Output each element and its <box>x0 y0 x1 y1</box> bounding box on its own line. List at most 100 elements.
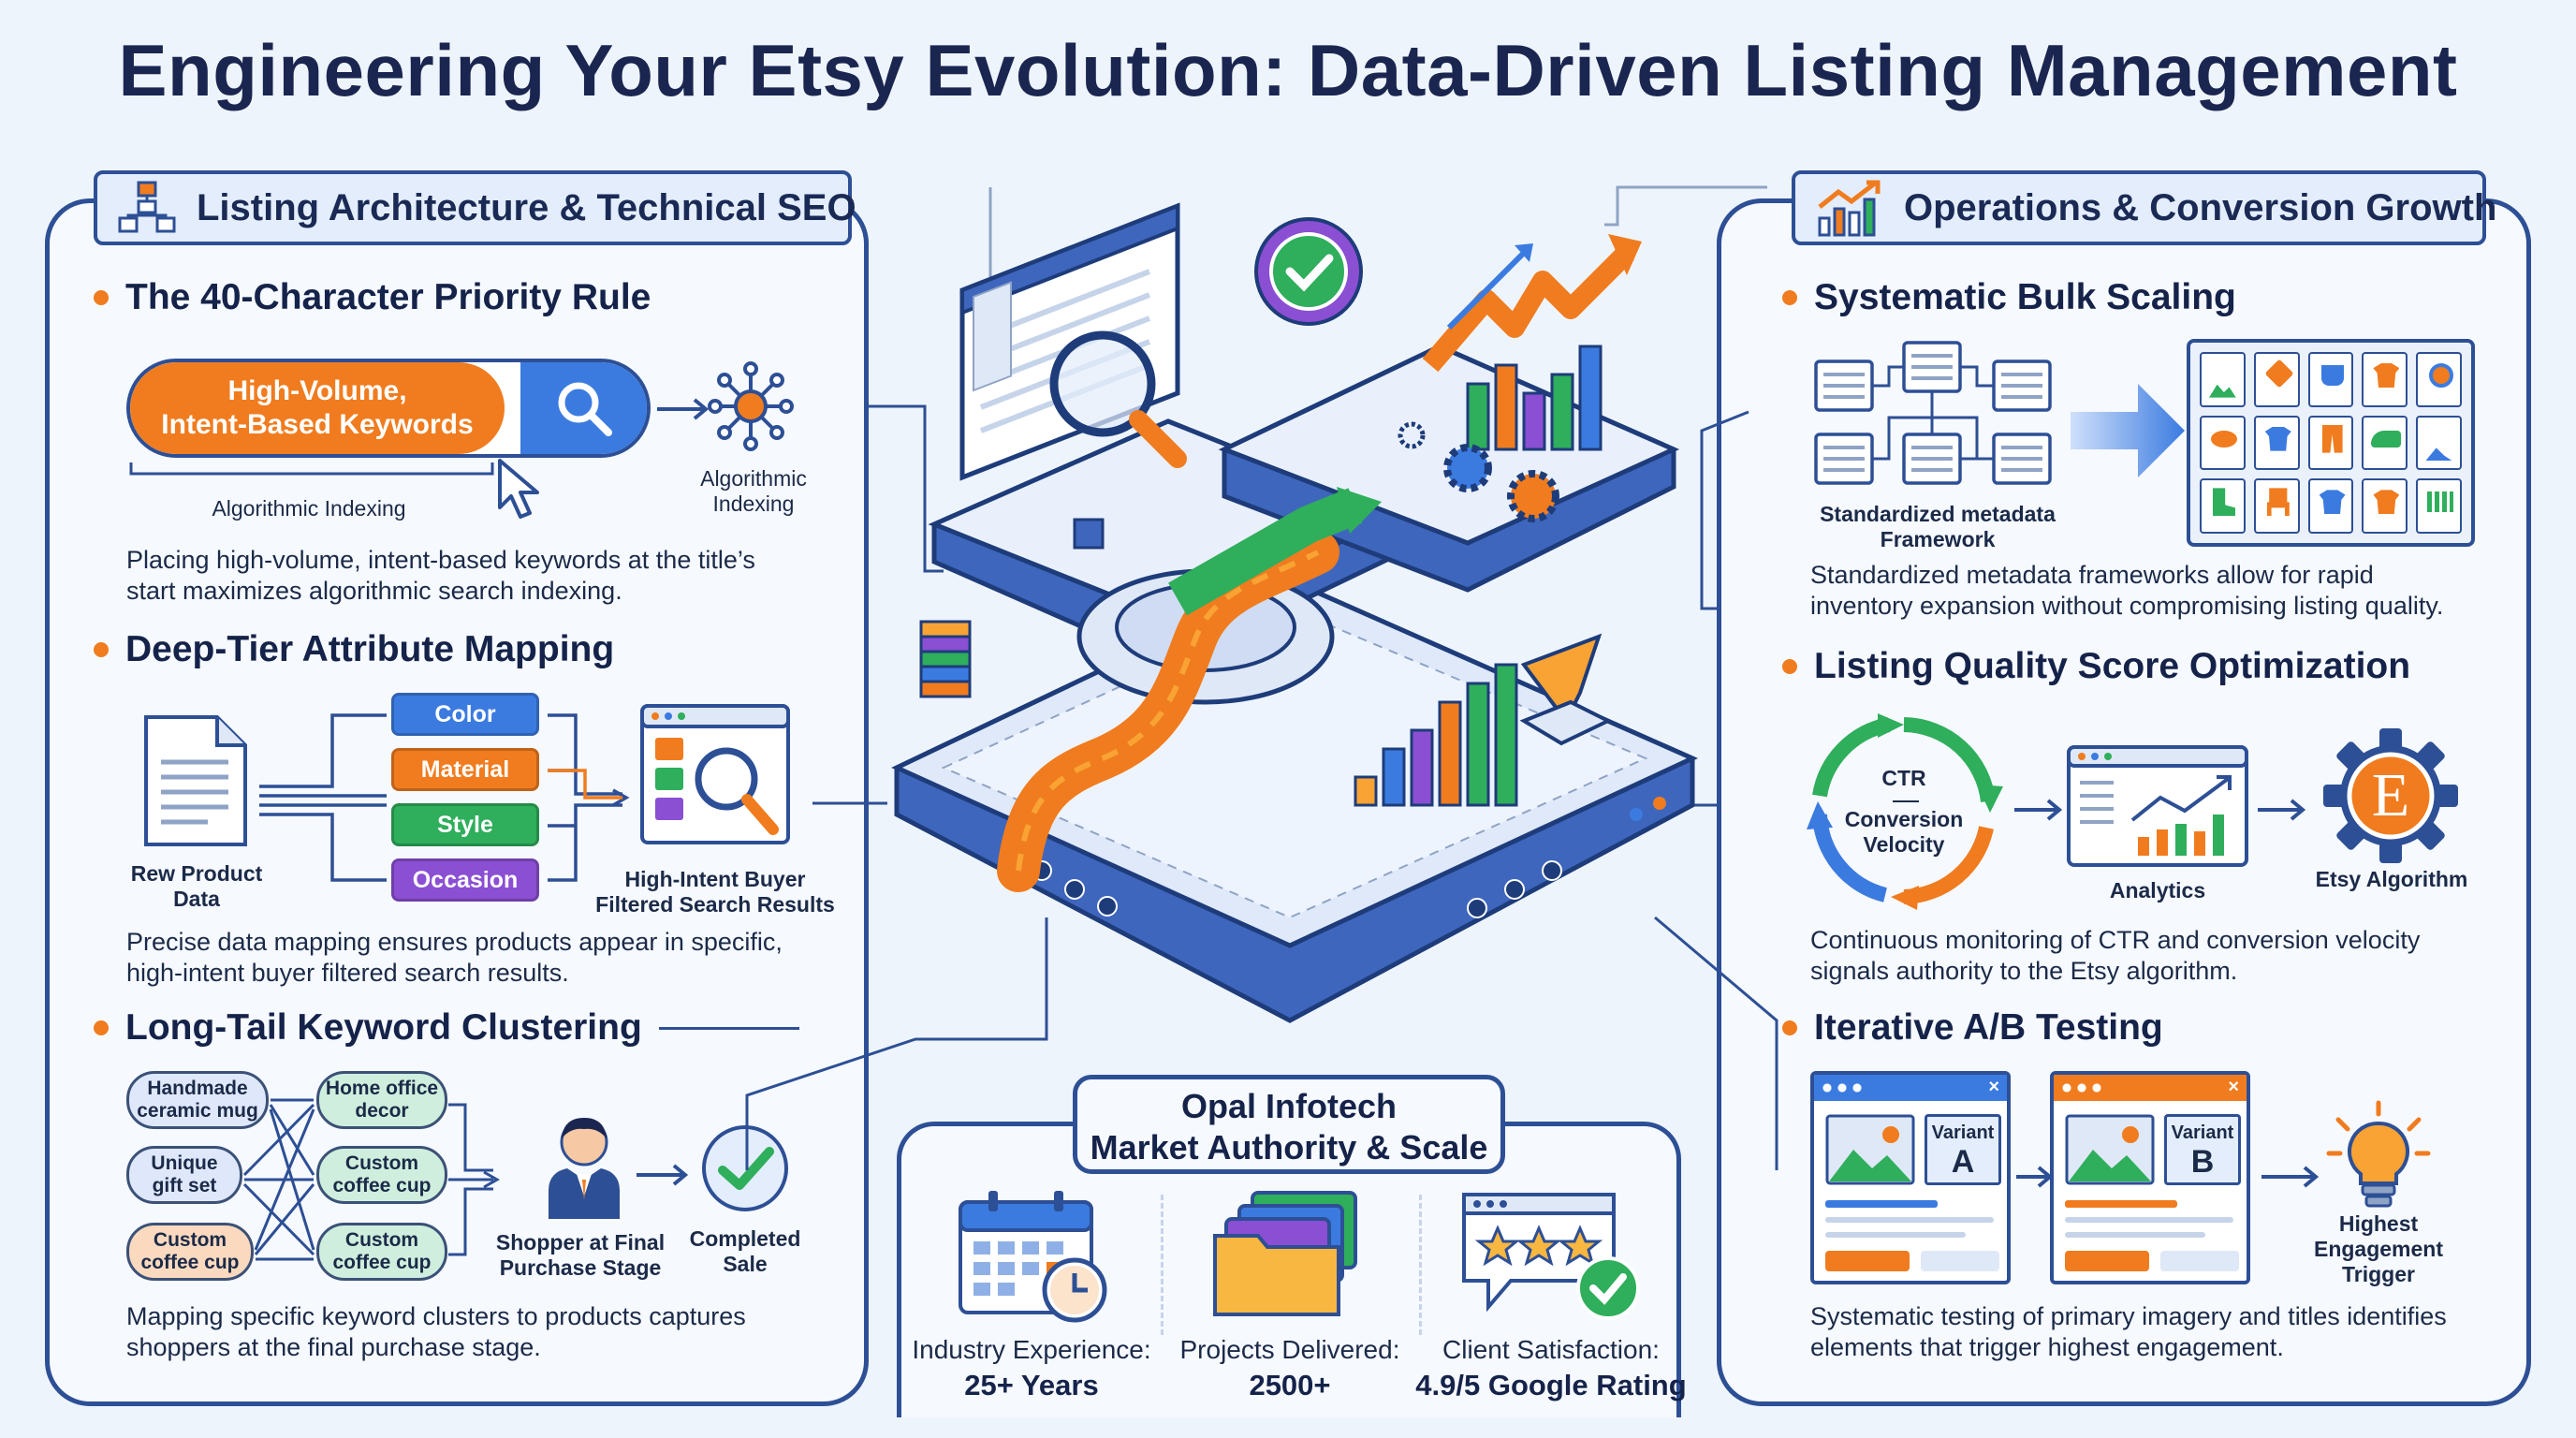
stats-title: Opal Infotech Market Authority & Scale <box>1090 1087 1488 1167</box>
variant-a-badge: Variant A <box>1925 1114 2001 1185</box>
node-label: Algorithmic Indexing <box>700 466 807 516</box>
arrow-to-algorithm <box>2258 799 2306 821</box>
image-placeholder-icon <box>2065 1114 2155 1185</box>
cta-block <box>2160 1251 2239 1271</box>
variant-b-badge: Variant B <box>2164 1114 2241 1185</box>
variant-a-letter: A <box>1951 1144 1975 1180</box>
metadata-framework-icon <box>1814 341 2052 485</box>
product-thumb-chair <box>2253 478 2300 534</box>
keyword-pill-custom-coffee-cup-right-2: Custom coffee cup <box>316 1223 447 1281</box>
section-title-bulk-scaling: Systematic Bulk Scaling <box>1782 277 2236 318</box>
window-dots-icon <box>2061 1082 2102 1093</box>
cta-block <box>2065 1251 2149 1271</box>
bullet-icon <box>94 290 109 305</box>
scaling-arrow <box>2071 384 2185 477</box>
bullet-icon <box>1782 659 1797 674</box>
keyword-pill-custom-coffee-cup-right-1: Custom coffee cup <box>316 1146 447 1204</box>
filtered-results-label: High-Intent Buyer Filtered Search Result… <box>595 867 835 917</box>
completed-label: Completed Sale <box>689 1226 801 1276</box>
section-description-long-tail: Mapping specific keyword clusters to pro… <box>126 1302 746 1361</box>
etsy-letter: E <box>2371 761 2410 829</box>
section-description-quality-score: Continuous monitoring of CTR and convers… <box>1810 926 2421 985</box>
lightbulb-icon <box>2326 1100 2431 1208</box>
keyword-pill-custom-coffee-cup-left: Custom coffee cup <box>126 1223 254 1281</box>
stat-value-satisfaction: 4.9/5 Google Rating <box>1415 1369 1687 1401</box>
text-line <box>1825 1217 1994 1223</box>
attribute-style: Style <box>391 803 539 846</box>
cycle-conversion-label: Conversion Velocity <box>1844 807 1964 857</box>
cycle-ctr-label: CTR <box>1881 766 1926 790</box>
title-rule <box>658 1026 799 1030</box>
product-thumb-pants <box>2307 415 2354 471</box>
central-platform-illustration <box>745 185 1778 1170</box>
product-thumb-boot <box>2200 478 2246 534</box>
section-description-bulk-scaling: Standardized metadata frameworks allow f… <box>1810 561 2444 620</box>
stats-title-tab <box>1073 1075 1505 1174</box>
trigger-label: Highest Engagement Trigger <box>2313 1211 2444 1286</box>
arrow-to-analytics <box>2014 799 2063 821</box>
keyword-pill-unique-gift-set: Unique gift set <box>126 1146 242 1204</box>
product-thumb-shirt-blue <box>2253 415 2300 471</box>
completed-check-icon <box>702 1125 788 1211</box>
folders-icon <box>1213 1191 1357 1316</box>
variant-a-window: × Variant A <box>1810 1071 2011 1284</box>
calendar-clock-icon <box>959 1191 1107 1323</box>
text-line <box>2065 1232 2205 1238</box>
stat-value-projects: 2500+ <box>1249 1369 1331 1401</box>
arrow-to-completed <box>637 1164 689 1186</box>
search-bar-keywords: High-Volume, Intent-Based Keywords <box>130 362 505 454</box>
product-grid <box>2187 339 2475 547</box>
variant-b-window: × Variant B <box>2050 1071 2250 1284</box>
image-placeholder-icon <box>1825 1114 1915 1185</box>
keyword-pill-handmade-mug: Handmade ceramic mug <box>126 1071 269 1129</box>
stats-divider <box>1419 1195 1422 1335</box>
filtered-results-window-icon <box>640 704 790 844</box>
text-line <box>1825 1232 1966 1238</box>
stat-label-projects: Projects Delivered: <box>1179 1335 1400 1364</box>
section-title-quality-score: Listing Quality Score Optimization <box>1782 646 2410 687</box>
analytics-window-icon <box>2067 745 2248 867</box>
section-title-long-tail: Long-Tail Keyword Clustering <box>94 1007 799 1049</box>
search-bar: High-Volume, Intent-Based Keywords <box>126 359 651 458</box>
variant-b-letter: B <box>2190 1144 2215 1180</box>
section-title-40-char: The 40-Character Priority Rule <box>94 277 651 318</box>
right-panel-header: Operations & Conversion Growth <box>1792 170 2496 245</box>
section-description-ab-testing: Systematic testing of primary imagery an… <box>1810 1302 2447 1361</box>
stat-value-experience: 25+ Years <box>964 1369 1099 1401</box>
text-line <box>2065 1217 2233 1223</box>
product-thumb-shoe <box>2362 415 2408 471</box>
bullet-icon <box>94 642 109 657</box>
document-icon <box>144 715 247 846</box>
variant-b-word: Variant <box>2171 1123 2234 1143</box>
attribute-occasion: Occasion <box>391 858 539 902</box>
text-line <box>1825 1200 1938 1208</box>
window-dots-icon <box>1822 1082 1863 1093</box>
analytics-label: Analytics <box>2109 878 2206 902</box>
left-panel-header: Listing Architecture & Technical SEO <box>94 170 856 245</box>
shopper-label: Shopper at Final Purchase Stage <box>495 1230 666 1280</box>
product-thumb-cup <box>2307 352 2354 407</box>
indexing-bracket-label: Algorithmic Indexing <box>212 496 406 521</box>
section-title-attribute-mapping: Deep-Tier Attribute Mapping <box>94 629 614 670</box>
product-thumb-tag <box>2253 352 2300 407</box>
indexing-bracket <box>129 462 494 476</box>
attribute-color: Color <box>391 693 539 736</box>
variant-a-titlebar: × <box>1814 1075 2007 1101</box>
keyword-cluster-connectors <box>242 1098 501 1261</box>
product-thumb-grid <box>2416 478 2462 534</box>
shopper-icon <box>549 1118 620 1219</box>
search-icon <box>558 382 612 436</box>
network-node-icon <box>708 361 794 451</box>
product-thumb-shirt <box>2362 352 2408 407</box>
variant-a-word: Variant <box>1931 1123 1995 1143</box>
product-thumb-bowl <box>2200 415 2246 471</box>
stat-label-experience: Industry Experience: <box>912 1335 1151 1364</box>
raw-data-label: Rew Product Data <box>130 861 263 911</box>
stats-divider <box>1161 1195 1164 1335</box>
bullet-icon <box>94 1020 109 1035</box>
ctr-cycle-icon <box>1807 713 2003 910</box>
right-panel-header-label: Operations & Conversion Growth <box>1904 186 2497 228</box>
hierarchy-icon <box>118 181 176 233</box>
arrow-to-trigger <box>2261 1166 2320 1188</box>
product-thumb-landscape <box>2200 352 2246 407</box>
